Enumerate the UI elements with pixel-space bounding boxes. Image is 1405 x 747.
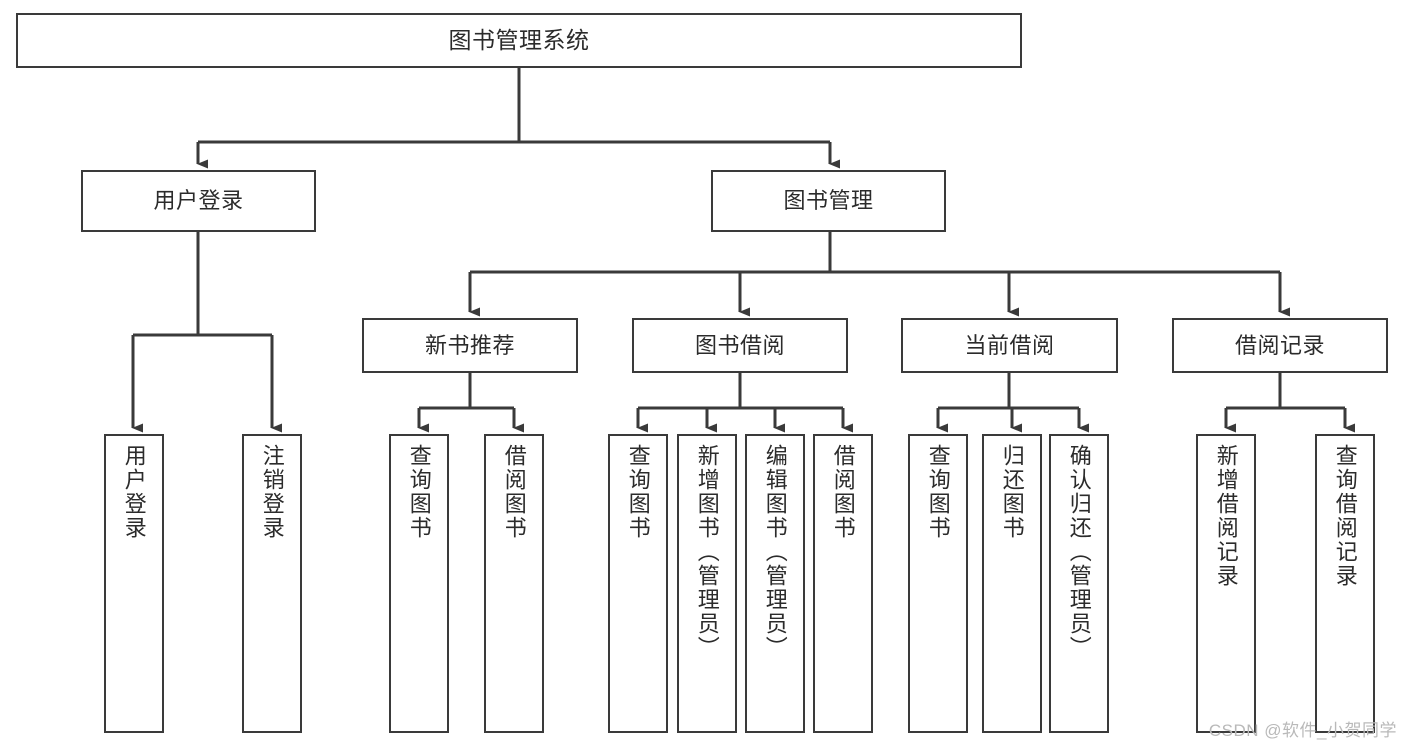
node-new-book-recommend[interactable]: 新书推荐	[362, 318, 578, 373]
node-book-borrow[interactable]: 图书借阅	[632, 318, 848, 373]
node-leaf-borrow-book-1-label: 借阅图书	[501, 444, 527, 540]
node-leaf-borrow-book-1[interactable]: 借阅图书	[484, 434, 544, 733]
node-leaf-edit-book-admin-label: 编辑图书（管理员）	[762, 444, 788, 660]
node-root-label: 图书管理系统	[448, 27, 590, 54]
node-book-manage[interactable]: 图书管理	[711, 170, 946, 232]
node-leaf-user-login-label: 用户登录	[121, 444, 147, 540]
node-leaf-edit-book-admin[interactable]: 编辑图书（管理员）	[745, 434, 805, 733]
node-book-manage-label: 图书管理	[783, 188, 874, 214]
node-root[interactable]: 图书管理系统	[16, 13, 1022, 68]
node-leaf-user-login[interactable]: 用户登录	[104, 434, 164, 733]
node-leaf-confirm-return-admin-label: 确认归还（管理员）	[1066, 444, 1092, 660]
node-leaf-query-borrow-record[interactable]: 查询借阅记录	[1315, 434, 1375, 733]
node-leaf-query-book-3-label: 查询图书	[925, 444, 951, 540]
node-leaf-query-book-3[interactable]: 查询图书	[908, 434, 968, 733]
node-current-borrow-label: 当前借阅	[964, 332, 1055, 358]
node-leaf-confirm-return-admin[interactable]: 确认归还（管理员）	[1049, 434, 1109, 733]
node-leaf-query-book-2-label: 查询图书	[625, 444, 651, 540]
node-leaf-logout-login-label: 注销登录	[259, 444, 285, 540]
node-leaf-add-book-admin[interactable]: 新增图书（管理员）	[677, 434, 737, 733]
node-leaf-query-borrow-record-label: 查询借阅记录	[1332, 444, 1358, 588]
node-leaf-add-borrow-record-label: 新增借阅记录	[1213, 444, 1239, 588]
node-leaf-borrow-book-2-label: 借阅图书	[830, 444, 856, 540]
node-leaf-query-book-1[interactable]: 查询图书	[389, 434, 449, 733]
node-leaf-add-borrow-record[interactable]: 新增借阅记录	[1196, 434, 1256, 733]
node-leaf-query-book-2[interactable]: 查询图书	[608, 434, 668, 733]
node-leaf-query-book-1-label: 查询图书	[406, 444, 432, 540]
node-borrow-record-label: 借阅记录	[1234, 332, 1325, 358]
node-leaf-return-book[interactable]: 归还图书	[982, 434, 1042, 733]
node-book-borrow-label: 图书借阅	[694, 332, 785, 358]
node-leaf-return-book-label: 归还图书	[999, 444, 1025, 540]
node-leaf-add-book-admin-label: 新增图书（管理员）	[694, 444, 720, 660]
node-user-login-label: 用户登录	[153, 188, 244, 214]
node-current-borrow[interactable]: 当前借阅	[901, 318, 1118, 373]
node-leaf-logout-login[interactable]: 注销登录	[242, 434, 302, 733]
node-borrow-record[interactable]: 借阅记录	[1172, 318, 1388, 373]
node-user-login[interactable]: 用户登录	[81, 170, 316, 232]
node-new-book-recommend-label: 新书推荐	[424, 332, 515, 358]
node-leaf-borrow-book-2[interactable]: 借阅图书	[813, 434, 873, 733]
